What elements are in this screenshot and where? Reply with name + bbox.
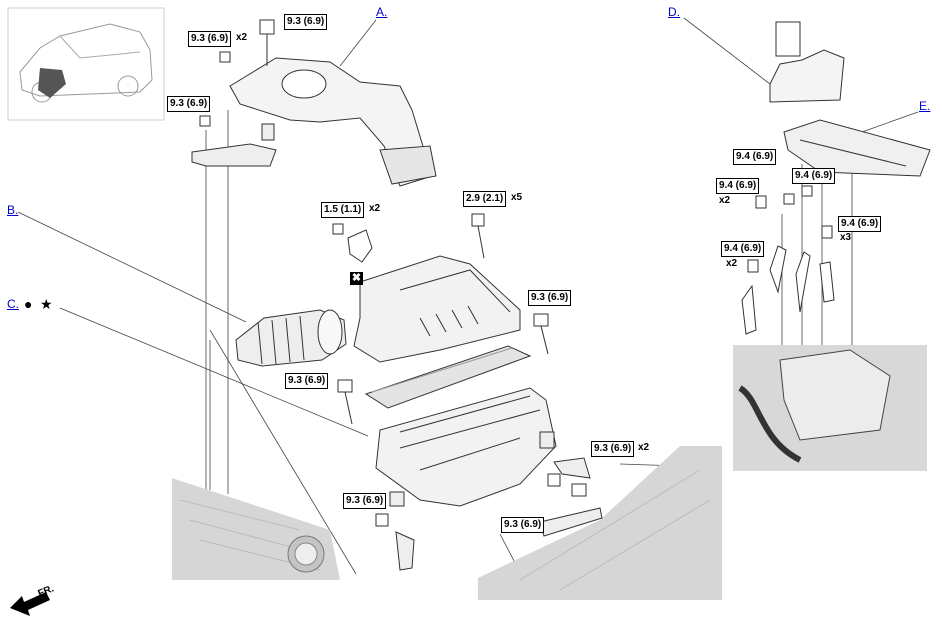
vehicle-locator-inset	[7, 7, 165, 121]
terminal-cables	[741, 185, 835, 335]
torque-spec: 9.3 (6.9)	[591, 441, 635, 457]
mount-brackets	[191, 123, 603, 571]
air-cleaner-duct	[229, 57, 437, 187]
torque-spec: 9.4 (6.9)	[838, 216, 882, 232]
dot-icon: ●	[24, 296, 33, 312]
front-arrow-icon	[10, 592, 50, 616]
torque-spec: 9.3 (6.9)	[284, 14, 328, 30]
engine-compartment-left	[172, 478, 340, 580]
quantity-label: x2	[369, 203, 381, 214]
torque-spec: 9.4 (6.9)	[792, 168, 836, 184]
air-cleaner-lower-case	[375, 387, 557, 507]
torque-spec: 2.9 (2.1)	[463, 191, 507, 207]
intake-hose	[235, 309, 347, 367]
torque-spec: 9.3 (6.9)	[188, 31, 232, 47]
replace-part-icon: ✖	[350, 272, 363, 285]
callout-link-b[interactable]: B.	[7, 203, 19, 217]
torque-spec: 9.3 (6.9)	[501, 517, 545, 533]
quantity-label: x3	[840, 232, 852, 243]
relay-block-mounting-area	[733, 345, 927, 471]
torque-spec: 9.4 (6.9)	[716, 178, 760, 194]
callout-link-c[interactable]: C.	[7, 297, 19, 311]
bolts	[199, 19, 587, 527]
quantity-label: x5	[511, 192, 523, 203]
torque-spec: 9.3 (6.9)	[167, 96, 211, 112]
relay-block-cover-d	[769, 21, 845, 103]
torque-spec: 9.3 (6.9)	[528, 290, 572, 306]
torque-spec: 9.3 (6.9)	[285, 373, 329, 389]
quantity-label: x2	[719, 195, 731, 206]
torque-spec: 9.3 (6.9)	[343, 493, 387, 509]
callout-link-a[interactable]: A.	[376, 5, 388, 19]
quantity-label: x2	[236, 32, 248, 43]
callout-link-d[interactable]: D.	[668, 5, 680, 19]
torque-spec: 1.5 (1.1)	[321, 202, 365, 218]
quantity-label: x2	[726, 258, 738, 269]
torque-spec: 9.4 (6.9)	[733, 149, 777, 165]
callout-link-e[interactable]: E.	[919, 99, 931, 113]
quantity-label: x2	[638, 442, 650, 453]
engine-compartment-right	[478, 446, 722, 600]
air-cleaner-upper-case	[353, 255, 521, 363]
air-filter-element	[364, 345, 532, 409]
torque-spec: 9.4 (6.9)	[721, 241, 765, 257]
relay-block-cover-e	[783, 119, 931, 177]
star-icon: ★	[40, 296, 53, 312]
